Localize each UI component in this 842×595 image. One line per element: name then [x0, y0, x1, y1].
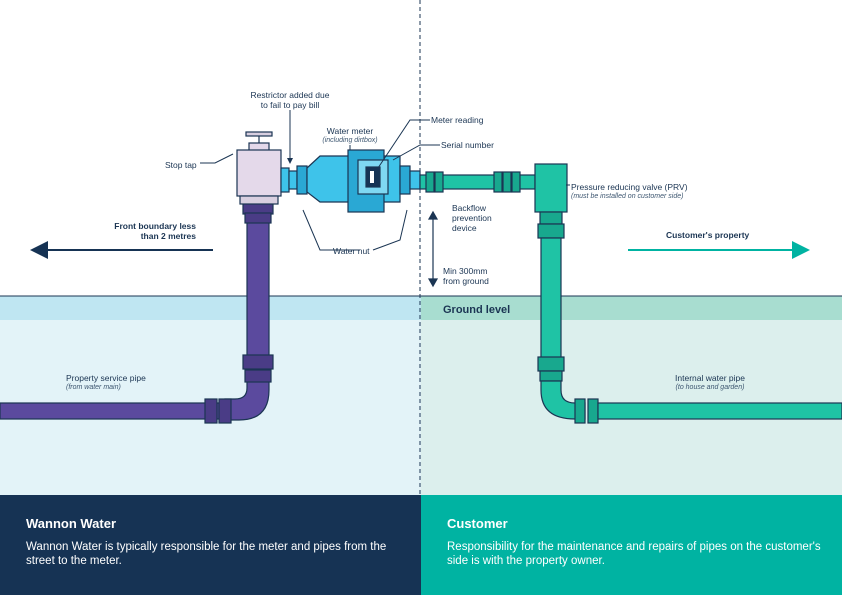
- ground-level-label: Ground level: [443, 304, 511, 316]
- customer-title: Customer: [447, 516, 508, 531]
- wannon-water-panel: Wannon Water Wannon Water is typically r…: [0, 495, 421, 595]
- meter-reading-label: Meter reading: [431, 115, 484, 125]
- customers-property-arrow: [628, 241, 810, 259]
- min-300mm-label: Min 300mm from ground: [443, 266, 489, 286]
- front-boundary-label: Front boundary less than 2 metres: [66, 221, 196, 241]
- min-300mm-line-1: Min 300mm: [443, 266, 488, 276]
- min-300mm-line-2: from ground: [443, 276, 489, 286]
- restrictor-label-line-1: Restrictor added due: [250, 90, 330, 100]
- backflow-line-1: Backflow: [452, 203, 487, 213]
- ground-level-band-left: [0, 296, 421, 320]
- stop-tap: [236, 131, 282, 205]
- restrictor-fitting: [280, 165, 308, 195]
- wannon-water-text: Wannon Water is typically responsible fo…: [26, 541, 387, 567]
- property-service-pipe: [0, 201, 274, 424]
- front-boundary-line-1: Front boundary less: [114, 221, 196, 231]
- ground-level-band-right: [421, 296, 842, 320]
- serial-number-label: Serial number: [441, 140, 494, 150]
- water-meter-subtitle: (including dirtbox): [322, 137, 378, 144]
- water-meter: [306, 149, 421, 213]
- customer-panel: Customer Responsibility for the maintena…: [421, 495, 842, 595]
- internal-water-pipe-title: Internal water pipe: [675, 373, 745, 383]
- water-nut-label: Water nut: [333, 246, 370, 256]
- stop-tap-label: Stop tap: [165, 160, 197, 170]
- property-service-pipe-subtitle: (from water main): [66, 384, 121, 391]
- internal-water-pipe: [419, 163, 842, 424]
- water-meter-label: Water meter (including dirtbox): [315, 126, 385, 146]
- leader-lines: [200, 110, 570, 251]
- property-service-pipe-title: Property service pipe: [66, 373, 146, 383]
- backflow-line-2: prevention: [452, 213, 492, 223]
- front-boundary-line-2: than 2 metres: [140, 231, 196, 241]
- backflow-line-3: device: [452, 223, 477, 233]
- prv-title: Pressure reducing valve (PRV): [571, 182, 688, 192]
- water-meter-title: Water meter: [326, 126, 374, 136]
- customers-property-label: Customer's property: [666, 230, 750, 240]
- prv-subtitle: (must be installed on customer side): [571, 193, 684, 200]
- restrictor-label-line-2: to fail to pay bill: [260, 100, 320, 110]
- prv-label: Pressure reducing valve (PRV) (must be i…: [571, 182, 688, 202]
- internal-water-pipe-label: Internal water pipe (to house and garden…: [655, 373, 765, 393]
- backflow-label: Backflow prevention device: [452, 203, 492, 233]
- restrictor-label: Restrictor added due to fail to pay bill: [240, 90, 340, 110]
- front-boundary-arrow: [30, 241, 213, 259]
- min-300mm-arrow: [427, 210, 439, 288]
- property-service-pipe-label: Property service pipe (from water main): [66, 373, 146, 393]
- internal-water-pipe-subtitle: (to house and garden): [675, 384, 745, 391]
- wannon-water-title: Wannon Water: [26, 516, 117, 531]
- customer-text: Responsibility for the maintenance and r…: [447, 541, 821, 567]
